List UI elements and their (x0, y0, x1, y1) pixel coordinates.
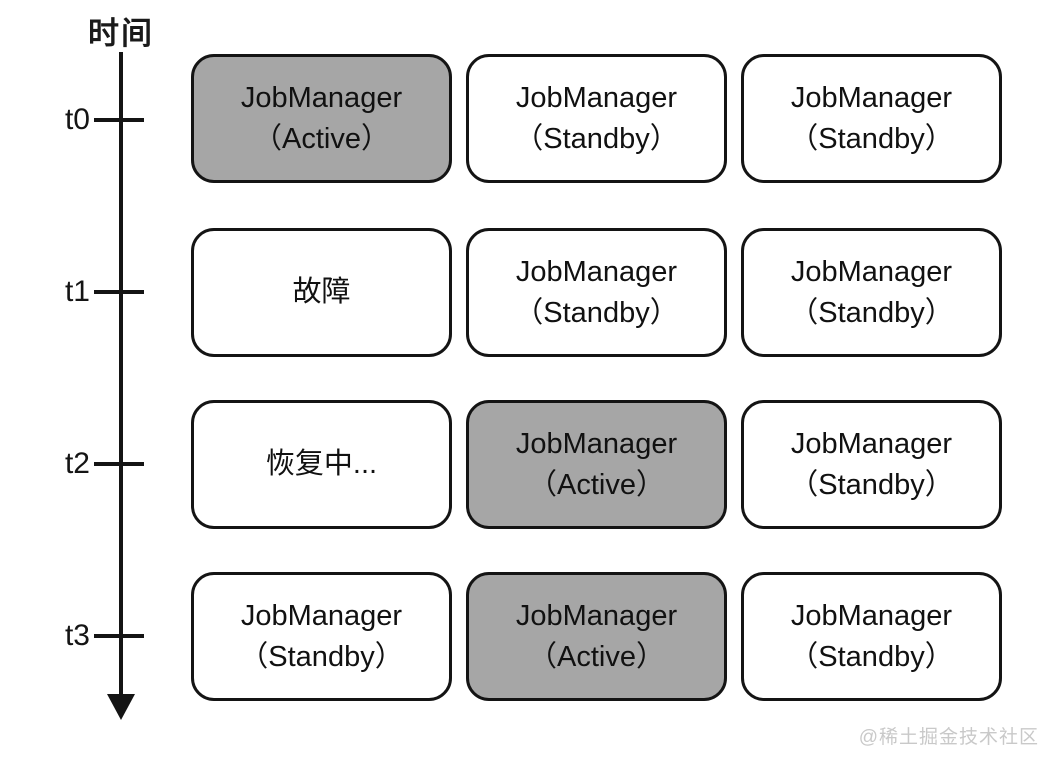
box-label: 恢复中... (265, 448, 378, 481)
tick-mark-t2 (94, 462, 144, 466)
jobmanager-box-t1-standby-1: JobManager （Standby） (466, 228, 727, 357)
jobmanager-box-t2-active: JobManager （Active） (466, 400, 727, 529)
jobmanager-box-t3-standby-2: JobManager （Standby） (741, 572, 1002, 701)
tick-label-t2: t2 (64, 447, 90, 480)
tick-mark-t1 (94, 290, 144, 294)
timeline-title: 时间 (88, 16, 154, 51)
box-label: JobManager （Active） (515, 599, 678, 673)
box-label: JobManager （Standby） (789, 427, 954, 501)
jobmanager-box-t0-standby-2: JobManager （Standby） (741, 54, 1002, 183)
jobmanager-box-t3-standby-1: JobManager （Standby） (191, 572, 452, 701)
jobmanager-box-t1-standby-2: JobManager （Standby） (741, 228, 1002, 357)
arrow-down-icon (107, 694, 135, 720)
watermark: @稀土掘金技术社区 (858, 727, 1039, 748)
box-label: JobManager （Active） (240, 81, 403, 155)
box-label: JobManager （Standby） (789, 81, 954, 155)
box-label: JobManager （Standby） (789, 599, 954, 673)
box-label: JobManager （Standby） (514, 255, 679, 329)
tick-mark-t0 (94, 118, 144, 122)
box-label: JobManager （Standby） (514, 81, 679, 155)
box-label: JobManager （Standby） (239, 599, 404, 673)
jobmanager-box-t2-standby: JobManager （Standby） (741, 400, 1002, 529)
recovering-box-t2: 恢复中... (191, 400, 452, 529)
tick-label-t3: t3 (64, 619, 90, 652)
jobmanager-box-t3-active: JobManager （Active） (466, 572, 727, 701)
box-label: 故障 (292, 276, 351, 309)
box-label: JobManager （Active） (515, 427, 678, 501)
tick-label-t0: t0 (64, 103, 90, 136)
box-label: JobManager （Standby） (789, 255, 954, 329)
tick-label-t1: t1 (64, 275, 90, 308)
tick-mark-t3 (94, 634, 144, 638)
jobmanager-box-t0-active: JobManager （Active） (191, 54, 452, 183)
timeline-axis-line (119, 52, 123, 698)
jobmanager-box-t0-standby-1: JobManager （Standby） (466, 54, 727, 183)
failure-box-t1: 故障 (191, 228, 452, 357)
